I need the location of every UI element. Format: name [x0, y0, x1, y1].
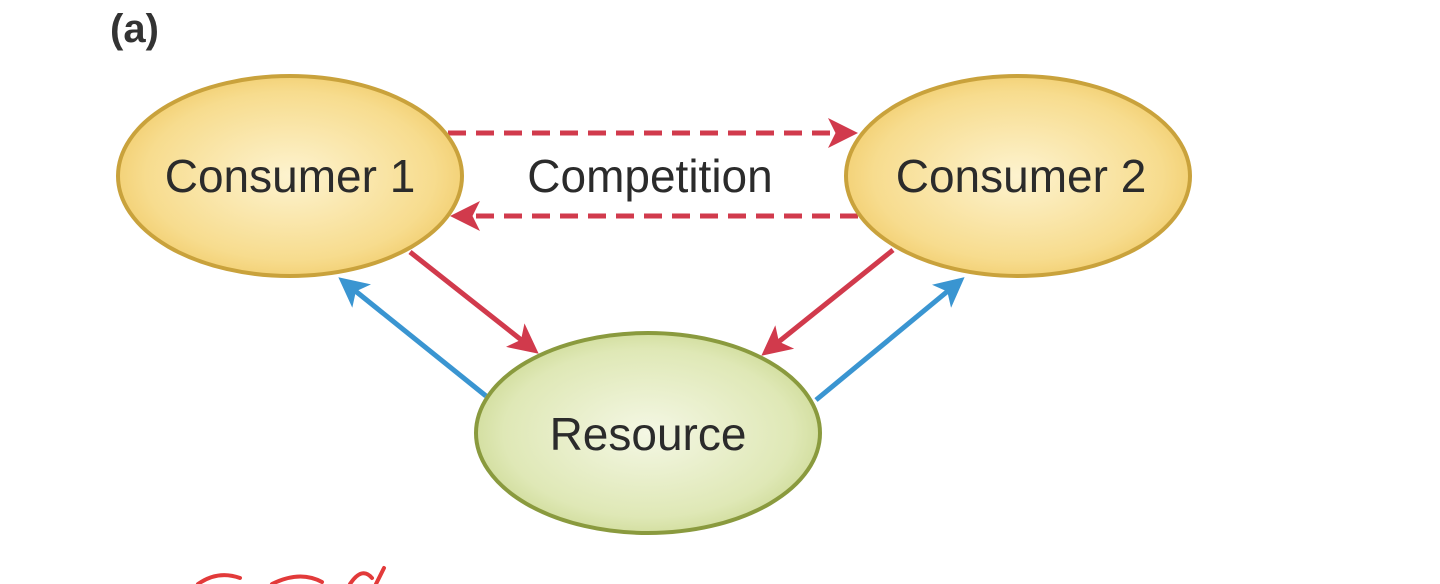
resource-node: Resource: [474, 331, 822, 535]
competition-label: Competition: [527, 150, 772, 202]
resource-label: Resource: [550, 408, 747, 460]
resource-arrow-to-consumer1: [338, 277, 488, 398]
consumer-1-label: Consumer 1: [165, 150, 416, 202]
resource-arrow-to-consumer2: [814, 277, 965, 402]
consumer-2-node: Consumer 2: [844, 74, 1192, 278]
consumer-2-label: Consumer 2: [896, 150, 1147, 202]
consumer-1-node: Consumer 1: [116, 74, 464, 278]
consumption-arrow-consumer1-to-resource: [408, 250, 539, 354]
consumption-arrow-consumer2-to-resource: [761, 248, 895, 356]
panel-label: (a): [110, 7, 159, 51]
handwritten-annotation: [196, 566, 386, 584]
